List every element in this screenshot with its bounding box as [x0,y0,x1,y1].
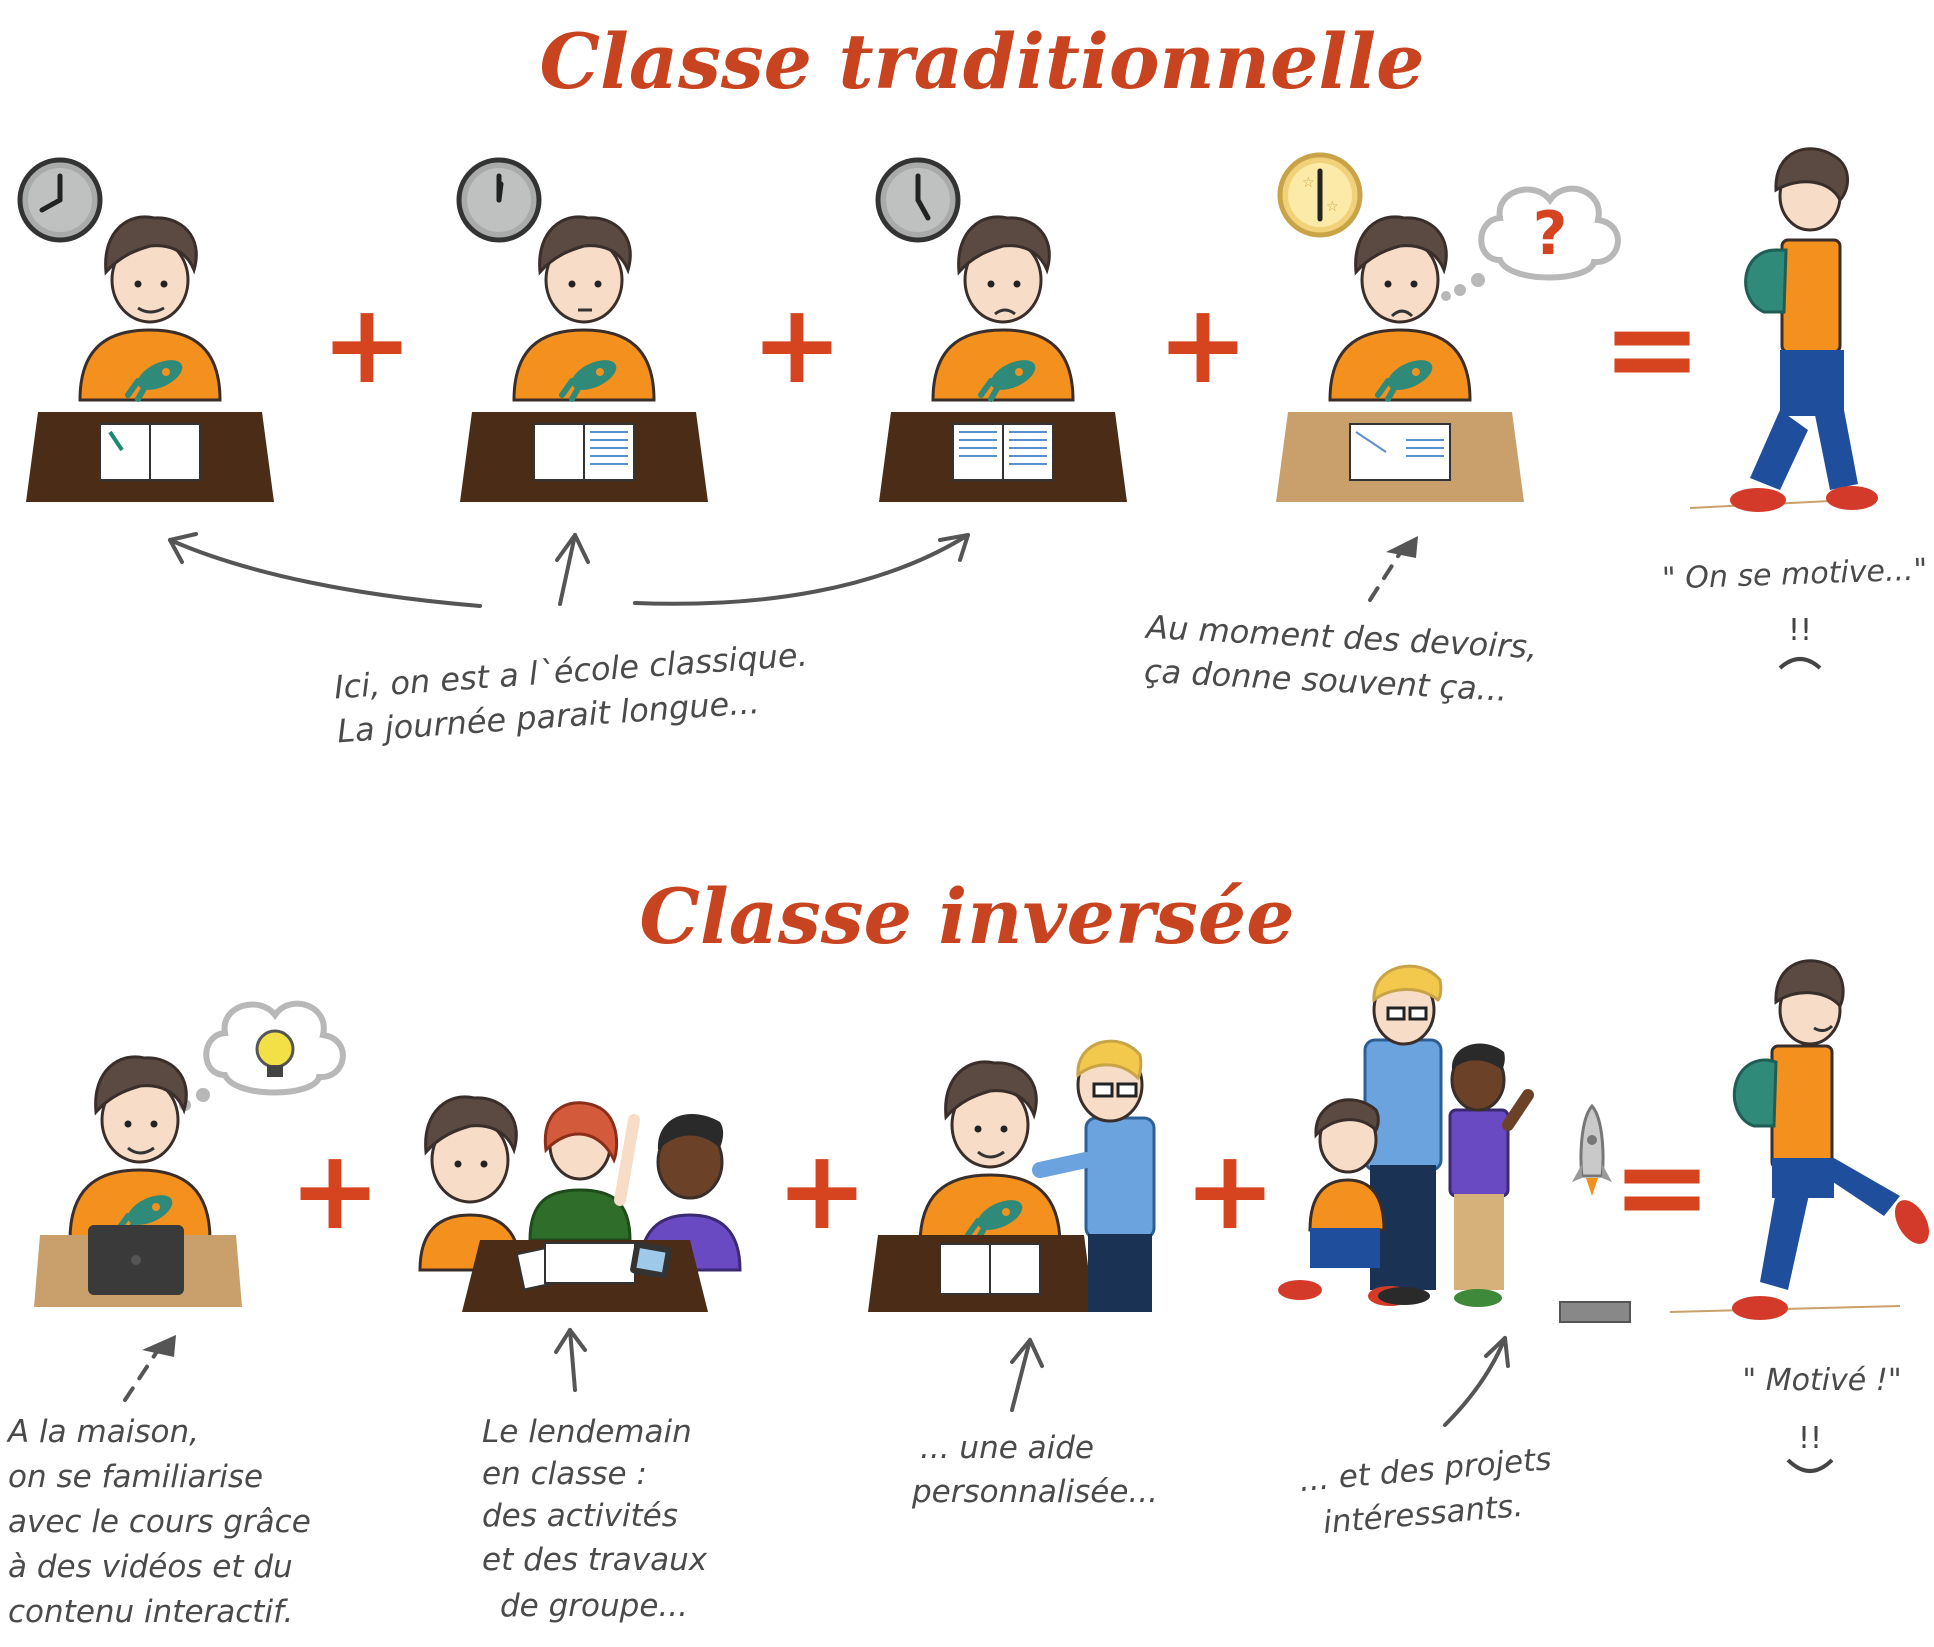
caption-school: Ici, on est a l`école classique. La jour… [333,635,809,750]
arrow-left [168,538,482,608]
clock-icon [17,157,103,243]
happy-face-icon: !! [1786,1421,1834,1473]
svg-text:Le lendemain: Le lendemain [482,1414,692,1450]
sad-face-icon: !! [1778,613,1822,670]
panel-flipped-1 [34,1000,346,1307]
arrow-help [1010,1338,1032,1412]
result-happy-student [1669,959,1930,1320]
svg-text:contenu interactif.: contenu interactif. [8,1594,293,1630]
svg-text:... une aide: ... une aide [920,1430,1094,1466]
operator-plus-6: + [1184,1126,1276,1254]
svg-text:!!: !! [1798,1421,1822,1456]
svg-text:en classe :: en classe : [482,1456,647,1492]
laptop-icon [88,1225,184,1295]
caption-homework: Au moment des devoirs, ça donne souvent … [1143,608,1538,709]
operator-equals-1: = [1602,280,1703,419]
svg-text:de groupe...: de groupe... [500,1588,688,1624]
caption-help: ... une aide personnalisée... [911,1430,1158,1510]
arrow-class [568,1328,577,1392]
title-traditional: Classe traditionnelle [539,17,1424,106]
svg-text:on se familiarise: on se familiarise [8,1459,263,1495]
panel-traditional-3 [875,157,1127,502]
svg-text:des activités: des activités [482,1498,678,1534]
operator-plus-5: + [776,1126,868,1254]
svg-text:intéressants.: intéressants. [1322,1488,1525,1541]
result-sad-student [1689,147,1878,512]
arrow-projects [1443,1336,1507,1427]
panel-traditional-4: ☆ ☆ ? [1276,152,1621,502]
svg-text:☆: ☆ [1326,199,1339,215]
operator-plus-3: + [1157,280,1249,408]
operator-plus-1: + [321,280,413,408]
quote-sad: " On se motive..." [1661,552,1927,596]
lightbulb-thought-icon [166,1000,346,1116]
clock-icon: ☆ ☆ [1277,152,1363,238]
clock-icon [456,157,542,243]
title-flipped: Classe inversée [639,872,1294,961]
svg-text:avec le cours grâce: avec le cours grâce [8,1504,311,1540]
operator-equals-2: = [1612,1118,1713,1257]
arrow-right [633,533,970,606]
arrow-up [558,533,577,606]
caption-projects: ... et des projets intéressants. [1298,1441,1553,1541]
svg-text:!!: !! [1788,613,1812,648]
svg-text:?: ? [1533,199,1568,269]
arrow-homework [1368,548,1404,602]
svg-text:A la maison,: A la maison, [6,1414,199,1450]
operator-plus-2: + [751,280,843,408]
panel-flipped-3 [868,1039,1156,1312]
question-thought-icon: ? [1441,185,1621,301]
quote-happy: " Motivé !" [1742,1363,1901,1398]
tablet-icon [630,1241,672,1279]
panel-traditional-2 [456,157,708,502]
arrow-home [123,1348,160,1402]
rocket-icon [1572,1103,1612,1196]
panel-traditional-1 [17,157,274,502]
panel-flipped-2 [418,1095,742,1312]
panel-flipped-4 [1278,964,1631,1323]
clock-icon [875,157,961,243]
svg-text:et des travaux: et des travaux [482,1542,708,1578]
operator-plus-4: + [289,1126,381,1254]
svg-text:☆: ☆ [1302,175,1315,191]
svg-text:personnalisée...: personnalisée... [911,1474,1158,1510]
caption-class: Le lendemain en classe : des activités e… [482,1414,708,1624]
svg-text:à des vidéos et du: à des vidéos et du [8,1549,293,1585]
caption-home: A la maison, on se familiarise avec le c… [6,1414,311,1630]
